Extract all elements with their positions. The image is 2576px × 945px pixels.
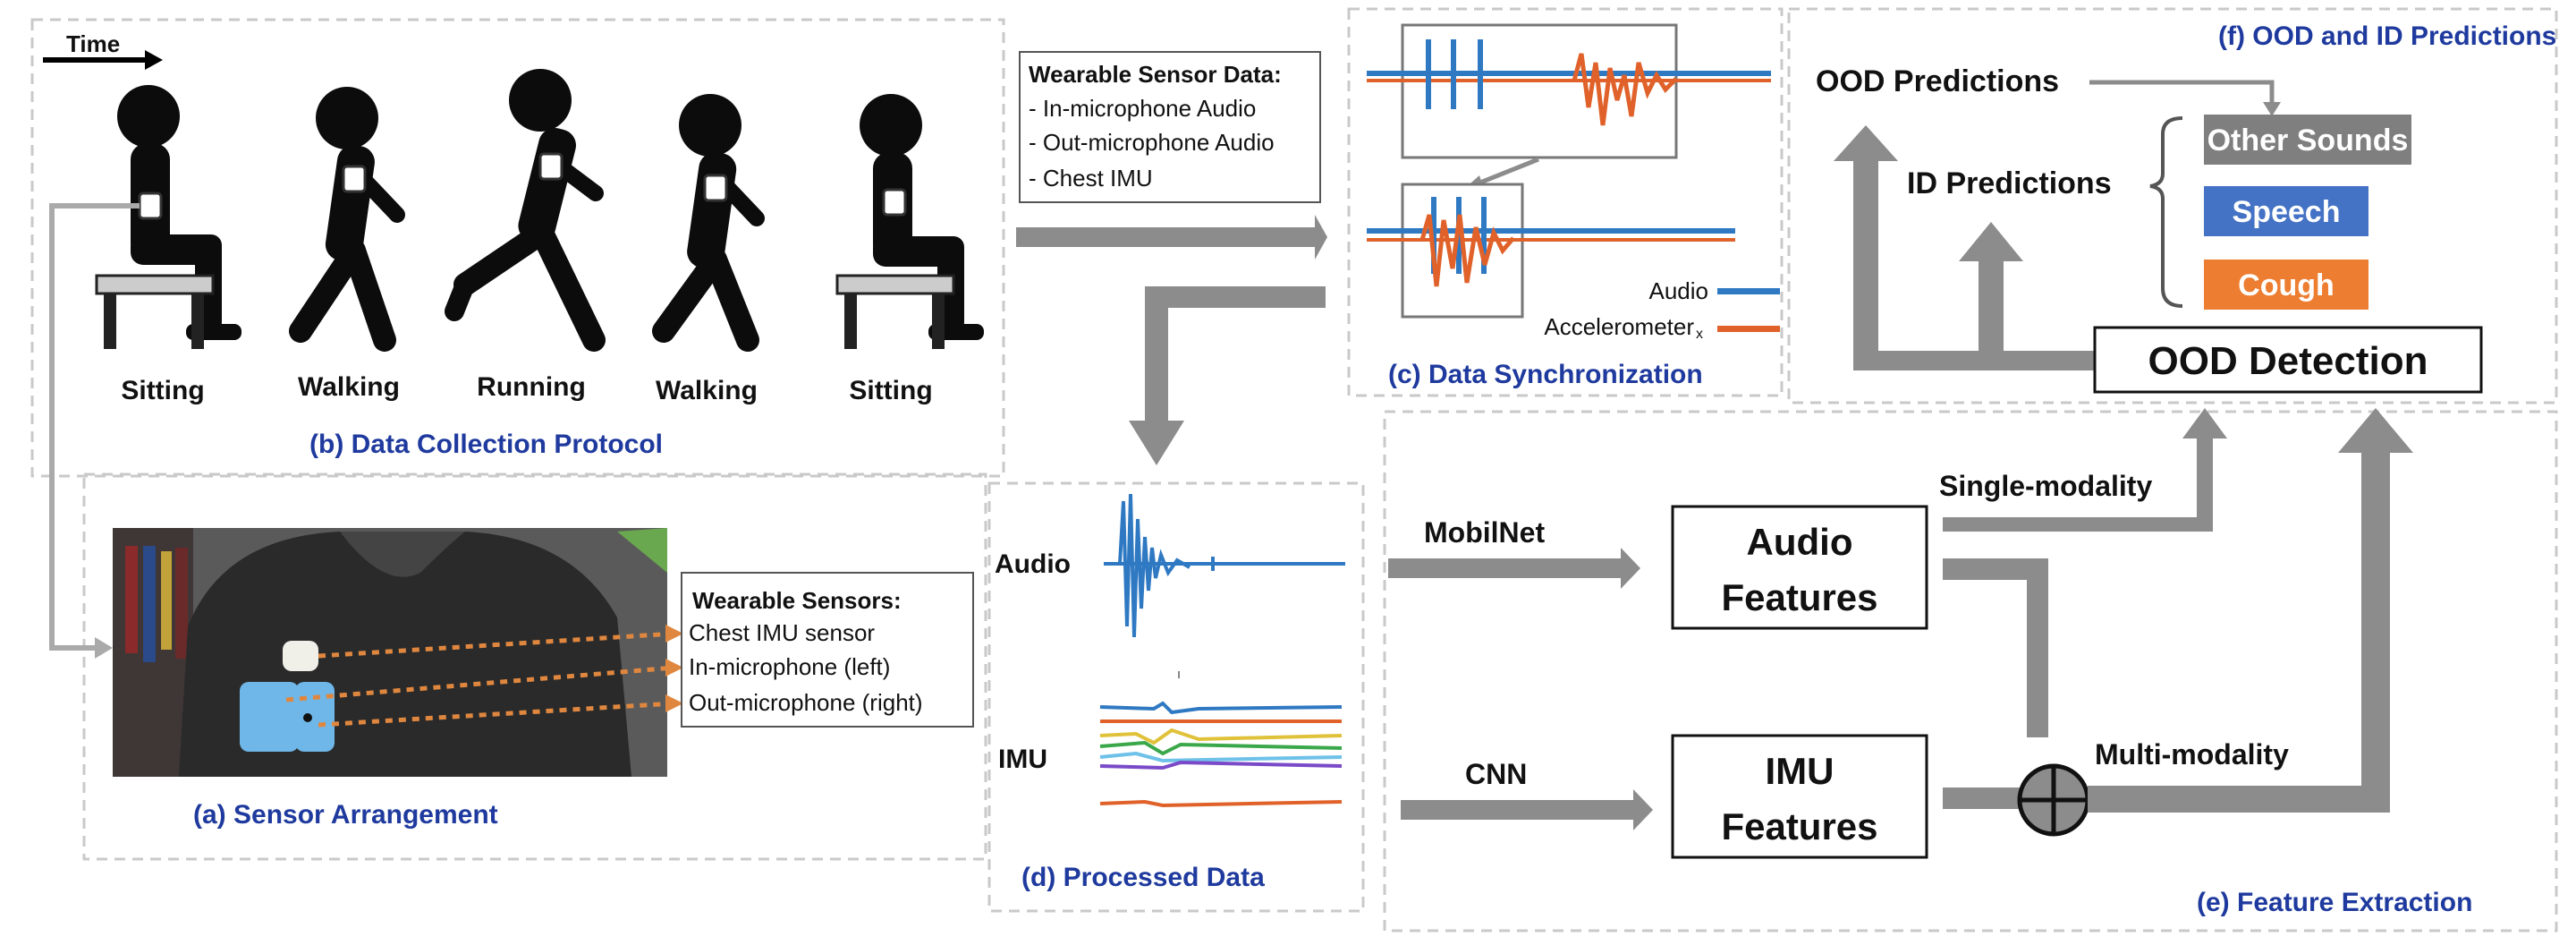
- panel-d-border: [987, 481, 1365, 913]
- time-arrow: [43, 50, 163, 70]
- legend-audio-label: Audio: [1649, 277, 1709, 304]
- panel-c-title: (c) Data Synchronization: [1388, 360, 1703, 389]
- wearable-sensor-item-2: In-microphone (left): [689, 653, 890, 680]
- sensor-data-item-1: - In-microphone Audio: [1029, 95, 1256, 122]
- panel-e-title: (e) Feature Extraction: [2197, 888, 2472, 917]
- class-cough-label: Cough: [2238, 268, 2334, 302]
- arrow-multi-modality: [2088, 408, 2413, 813]
- audio-features-line-2: Features: [1721, 576, 1877, 618]
- figure-sitting-2: [835, 94, 984, 349]
- sensor-connector-arrow: [49, 203, 140, 659]
- imu-features-line-2: Features: [1721, 805, 1877, 847]
- wearable-sensors-box: [681, 572, 974, 728]
- chest-sensor-icon: [882, 188, 907, 217]
- arrow-sync-to-processed: [1129, 286, 1326, 465]
- chest-sensor-icon: [342, 165, 367, 193]
- figure-sitting-1: [95, 85, 242, 349]
- arrow-audio-to-fusion: [1943, 558, 2048, 737]
- chest-sensor-icon: [138, 192, 163, 220]
- activity-label-5: Sitting: [849, 376, 932, 405]
- arrow-single-modality: [1943, 408, 2227, 532]
- panel-b-title: (b) Data Collection Protocol: [309, 430, 663, 459]
- activity-label-2: Walking: [298, 372, 400, 402]
- ood-detection-label: OOD Detection: [2148, 339, 2428, 383]
- out-microphone-icon: [295, 682, 335, 752]
- sensor-photo: [113, 528, 683, 777]
- arrow-detection-to-id: [1959, 222, 2023, 370]
- class-speech: [2204, 186, 2368, 236]
- chest-sensor-icon: [703, 174, 728, 202]
- processed-imu-waveforms: [1099, 671, 1343, 808]
- wearable-sensor-data-box: [1019, 51, 1321, 203]
- ood-predictions-label: OOD Predictions: [1816, 64, 2059, 98]
- class-other-sounds: [2204, 115, 2411, 165]
- arrow-imu-to-fusion: [1943, 788, 2027, 809]
- cnn-label: CNN: [1465, 758, 1527, 790]
- id-predictions-label: ID Predictions: [1907, 166, 2112, 200]
- class-other-sounds-label: Other Sounds: [2207, 123, 2409, 158]
- wearable-sensors-title: Wearable Sensors:: [692, 587, 902, 614]
- activity-label-1: Sitting: [121, 376, 204, 405]
- processed-imu-label: IMU: [998, 745, 1047, 774]
- chest-sensor-icon: [538, 152, 564, 181]
- legend-accelerometer-subscript: x: [1696, 327, 1703, 342]
- panel-a-border: [82, 472, 987, 861]
- figure-walking-2: [652, 94, 765, 352]
- processed-audio-waveform: [1104, 493, 1345, 638]
- arrow-cnn: [1401, 789, 1653, 830]
- mobilnet-label: MobilNet: [1424, 516, 1545, 549]
- figure-walking-1: [289, 87, 405, 352]
- class-cough: [2204, 260, 2368, 310]
- activity-label-4: Walking: [656, 376, 758, 405]
- legend-accelerometer-swatch: [1717, 326, 1780, 332]
- multi-modality-label: Multi-modality: [2095, 738, 2289, 770]
- arrow-mobilnet: [1388, 548, 1640, 589]
- sensor-data-title: Wearable Sensor Data:: [1029, 61, 1282, 88]
- audio-features-box: [1671, 505, 1928, 630]
- panel-d-title: (d) Processed Data: [1021, 863, 1265, 892]
- imu-features-line-1: IMU: [1766, 750, 1835, 792]
- legend-accelerometer-label: Accelerometer: [1544, 313, 1694, 340]
- ood-detection-box: [2093, 326, 2483, 394]
- legend-audio-swatch: [1717, 288, 1780, 294]
- time-label: Time: [66, 30, 120, 57]
- wearable-sensor-item-3: Out-microphone (right): [689, 689, 923, 716]
- imu-sensor-icon: [283, 641, 318, 671]
- panel-c-border: [1347, 7, 1784, 397]
- fusion-plus-icon: [2017, 763, 2090, 837]
- arrow-detection-to-ood: [1834, 125, 2095, 370]
- panel-a-title: (a) Sensor Arrangement: [193, 800, 498, 830]
- panel-f-title: (f) OOD and ID Predictions: [2218, 21, 2556, 51]
- sync-waveform-top: [1367, 39, 1771, 126]
- figure-running: [445, 69, 606, 352]
- arrow-ood-to-other: [2089, 80, 2281, 116]
- panel-e-border: [1383, 410, 2558, 932]
- id-bracket: [2149, 116, 2183, 308]
- sync-zoom-window: [1401, 23, 1678, 159]
- imu-features-box: [1671, 734, 1928, 859]
- sync-waveform-bottom: [1367, 197, 1735, 287]
- processed-audio-label: Audio: [995, 549, 1071, 579]
- single-modality-label: Single-modality: [1939, 470, 2152, 502]
- class-speech-label: Speech: [2233, 195, 2341, 229]
- sensor-data-item-2: - Out-microphone Audio: [1029, 129, 1275, 156]
- panel-b-border: [30, 18, 1005, 478]
- in-microphone-icon: [240, 682, 299, 752]
- wearable-sensor-item-1: Chest IMU sensor: [689, 619, 875, 646]
- arrow-to-sync: [1016, 215, 1327, 260]
- panel-f-border: [1787, 7, 2558, 404]
- sensor-data-item-3: - Chest IMU: [1029, 165, 1153, 192]
- activity-label-3: Running: [477, 372, 586, 402]
- audio-features-line-1: Audio: [1747, 521, 1853, 563]
